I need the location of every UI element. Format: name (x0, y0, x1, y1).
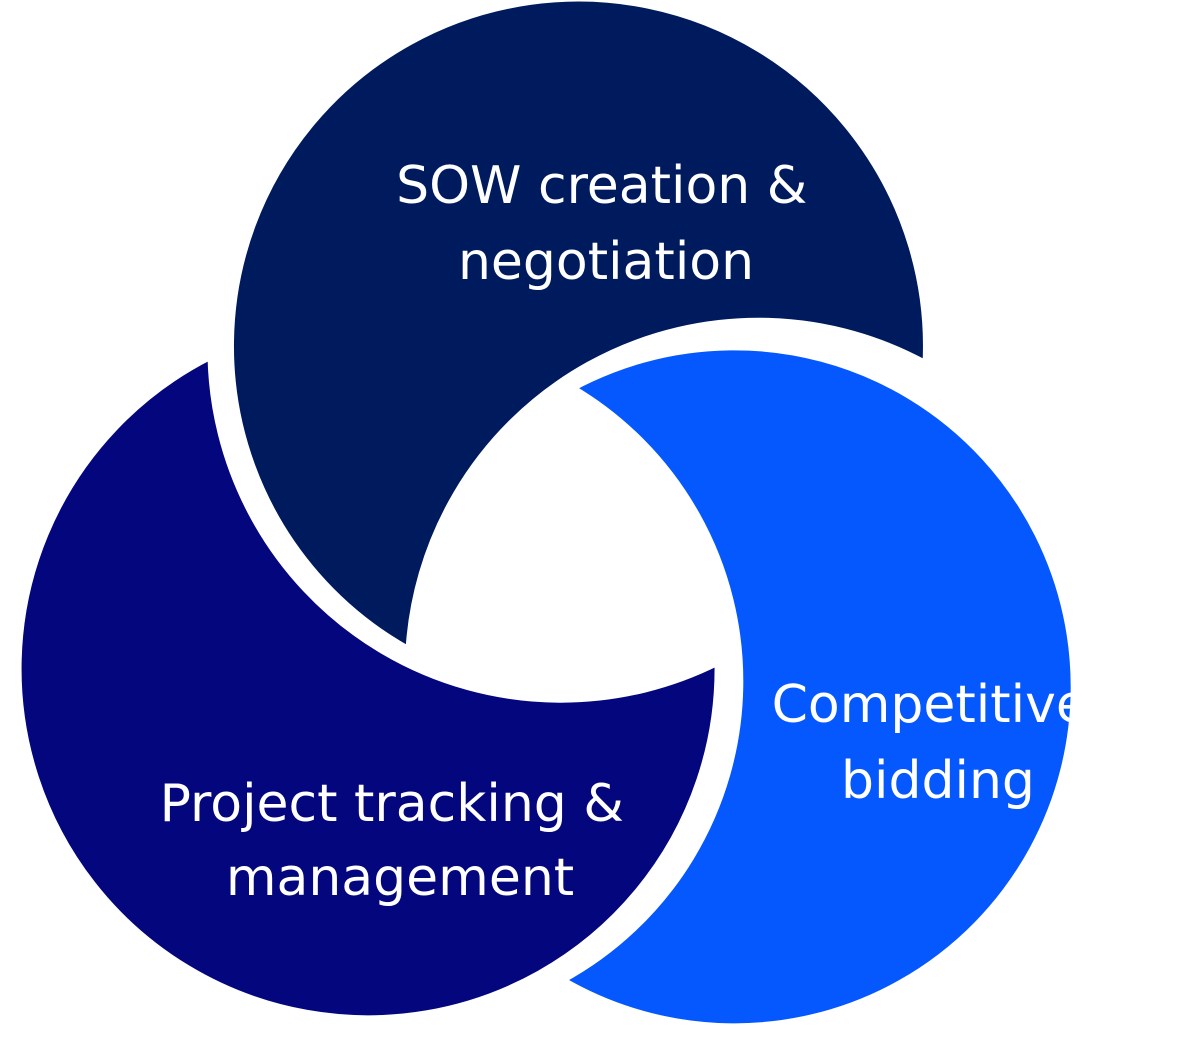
label-sow-creation: SOW creation & negotiation (396, 156, 824, 292)
label-sow-creation-line-1: SOW creation & (396, 156, 807, 216)
circle-project-tracking-shape (14, 352, 722, 1023)
label-competitive-bidding-line-2: bidding (841, 751, 1035, 811)
circle-competitive-bidding-shape (558, 343, 1078, 1031)
label-competitive-bidding-line-1: Competitive (772, 675, 1088, 735)
circle-sow-creation-shape (226, 0, 930, 654)
label-competitive-bidding: Competitive bidding (772, 675, 1105, 811)
circle-project-tracking: Project tracking & management (14, 352, 722, 1023)
circle-competitive-bidding: Competitive bidding (558, 343, 1105, 1031)
label-project-tracking-line-1: Project tracking & (160, 774, 624, 834)
label-project-tracking-line-2: management (226, 848, 574, 908)
label-project-tracking: Project tracking & management (160, 774, 641, 908)
circle-sow-creation: SOW creation & negotiation (226, 0, 930, 654)
label-sow-creation-line-2: negotiation (458, 232, 754, 292)
